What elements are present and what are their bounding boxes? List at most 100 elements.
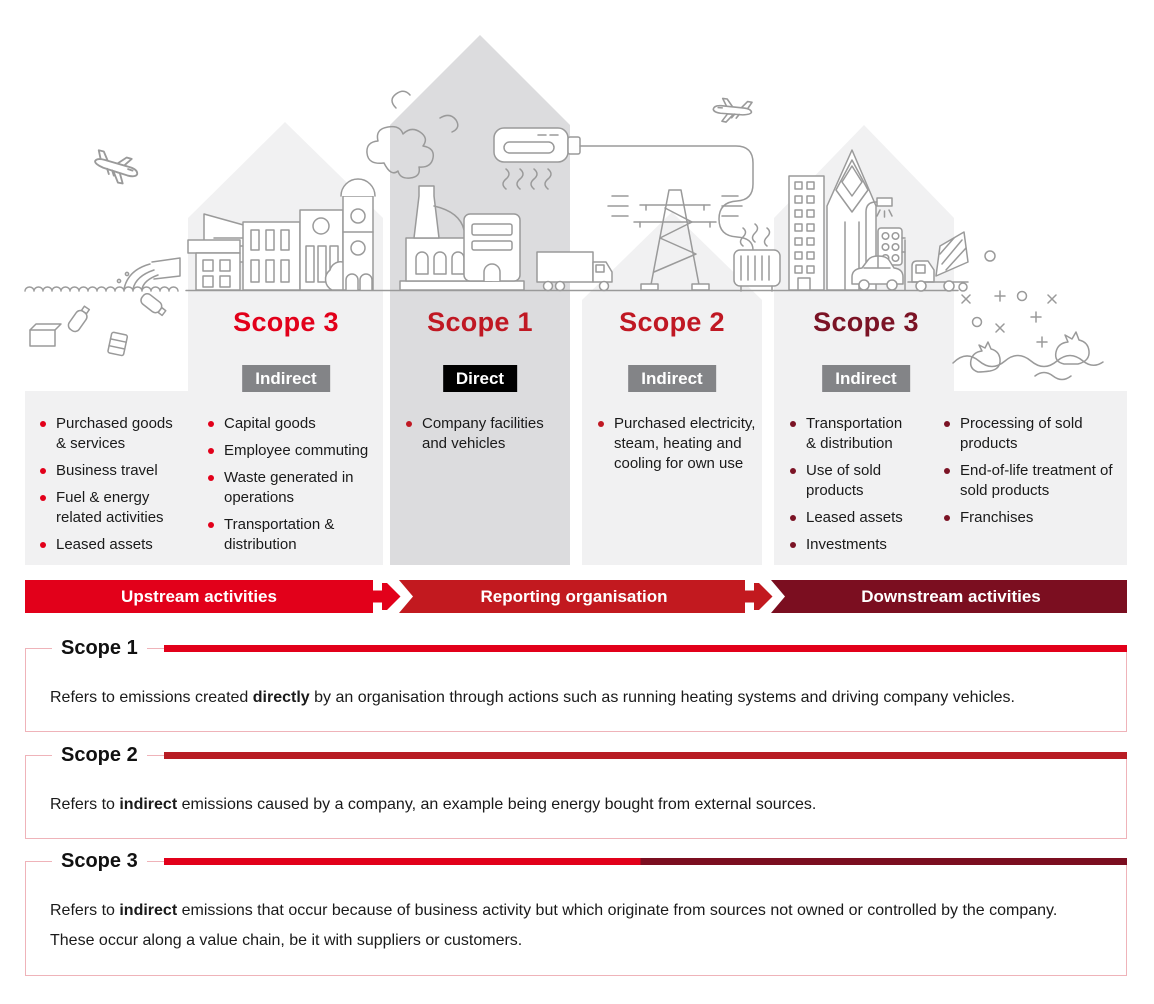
list-item: Waste generated in operations [208,468,378,508]
scope1-badge: Direct [442,365,518,392]
scope1-definition-rule [164,645,1127,652]
scope3-definition-rule [164,858,1127,865]
bullet-text: Investments [806,536,887,553]
bullet-dot [790,468,796,474]
list-item: Company facilities and vehicles [406,414,561,454]
bullet-text: Capital goods [224,415,316,432]
scope2-definition-box: Scope 2 Refers to indirect emissions cau… [25,743,1127,839]
bullet-dot [208,421,214,427]
scope3-upstream-badge: Indirect [242,365,330,392]
banner-downstream-label: Downstream activities [861,586,1041,606]
bullet-text: End-of-life treatment of sold products [960,462,1113,499]
bullet-dot [40,495,46,501]
banner-reporting-label: Reporting organisation [480,586,668,606]
bullet-dot [790,542,796,548]
bullet-dot [208,448,214,454]
radiator-icon [733,223,781,292]
water-line [24,286,179,292]
bullet-dot [40,542,46,548]
floating-trash-icon [29,292,167,357]
bullet-dot [208,522,214,528]
illustration [24,35,1127,565]
waste-pipe-icon [116,257,181,290]
list-item: Franchises [944,508,1124,528]
scope3-downstream-header: Scope 3 Indirect [813,306,919,392]
list-item: Fuel & energy related activities [40,488,180,528]
truck-icon [536,251,613,292]
list-item: Transportation & distribution [208,515,378,555]
arrow-right-icon [745,580,789,613]
scope1-title: Scope 1 [427,307,533,337]
bullet-text: Purchased goods & services [56,415,173,452]
scope3-definition-title: Scope 3 [52,849,147,873]
power-cable-icon [579,145,754,253]
list-item: Employee commuting [208,441,378,461]
banner-upstream: Upstream activities [25,580,373,613]
bullet-text: Business travel [56,462,158,479]
list-item: Purchased electricity, steam, heating an… [598,414,758,474]
bullet-dot [944,468,950,474]
list-item: Processing of sold products [944,414,1124,454]
factory-icon [399,185,525,291]
banner-upstream-label: Upstream activities [121,586,277,606]
arrow-right-icon [373,580,417,613]
dump-truck-icon [907,231,969,292]
scope3-definition-box: Scope 3 Refers to indirect emissions tha… [25,849,1127,976]
list-item: Investments [790,535,912,555]
scope2-header: Scope 2 Indirect [619,306,725,392]
smoke-icon [366,90,459,179]
bullet-dot [40,421,46,427]
bullet-text: Employee commuting [224,442,369,459]
bullet-dot [406,421,412,427]
scope3-downstream-badge: Indirect [822,365,910,392]
bullet-text: Processing of sold products [960,415,1083,452]
banner-reporting: Reporting organisation [373,580,745,613]
airplane-icon [710,93,755,128]
upstream-panel [25,391,383,565]
scope3-definition-text: Refers to indirect emissions that occur … [50,902,1058,949]
scope1-definition-text: Refers to emissions created directly by … [50,689,1015,706]
banner-downstream: Downstream activities [745,580,1127,613]
scope2-badge: Indirect [628,365,716,392]
power-pylon-icon [607,189,743,291]
city-buildings-icon [187,178,376,291]
list-item: End-of-life treatment of sold products [944,461,1124,501]
list-item: Leased assets [40,535,180,555]
heater-plug-icon [493,127,581,190]
scope2-definition-rule [164,752,1127,759]
scope1-list: Company facilities and vehicles [406,414,561,461]
bullet-text: Fuel & energy related activities [56,489,164,526]
scatter-marks-icon [961,250,1057,348]
bullet-dot [40,468,46,474]
scope2-definition-title: Scope 2 [52,743,147,767]
bullet-text: Purchased electricity, steam, heating an… [614,415,756,472]
list-item: Transportation & distribution [790,414,912,454]
scope3-upstream-header: Scope 3 Indirect [233,306,339,392]
waves-trash-icon [952,331,1104,381]
traffic-light-icon [877,227,906,291]
car-icon [851,255,904,291]
skyscraper-icon [788,149,877,291]
bullet-text: Transportation & distribution [224,516,335,553]
bullet-dot [208,475,214,481]
bullet-text: Leased assets [56,536,153,553]
bullet-dot [598,421,604,427]
bullet-text: Franchises [960,509,1034,526]
list-item: Purchased goods & services [40,414,180,454]
scope3-downstream-title: Scope 3 [813,307,919,337]
bullet-dot [790,515,796,521]
scope2-title: Scope 2 [619,307,725,337]
flow-banner: Upstream activities Reporting organisati… [25,580,1127,613]
list-item: Business travel [40,461,180,481]
scope1-definition-box: Scope 1 Refers to emissions created dire… [25,636,1127,732]
street-lamp-icon [865,197,893,291]
bullet-text: Transportation & distribution [806,415,903,452]
downstream-panel [774,391,1127,565]
list-item: Leased assets [790,508,912,528]
scope2-definition-text: Refers to indirect emissions caused by a… [50,796,817,813]
